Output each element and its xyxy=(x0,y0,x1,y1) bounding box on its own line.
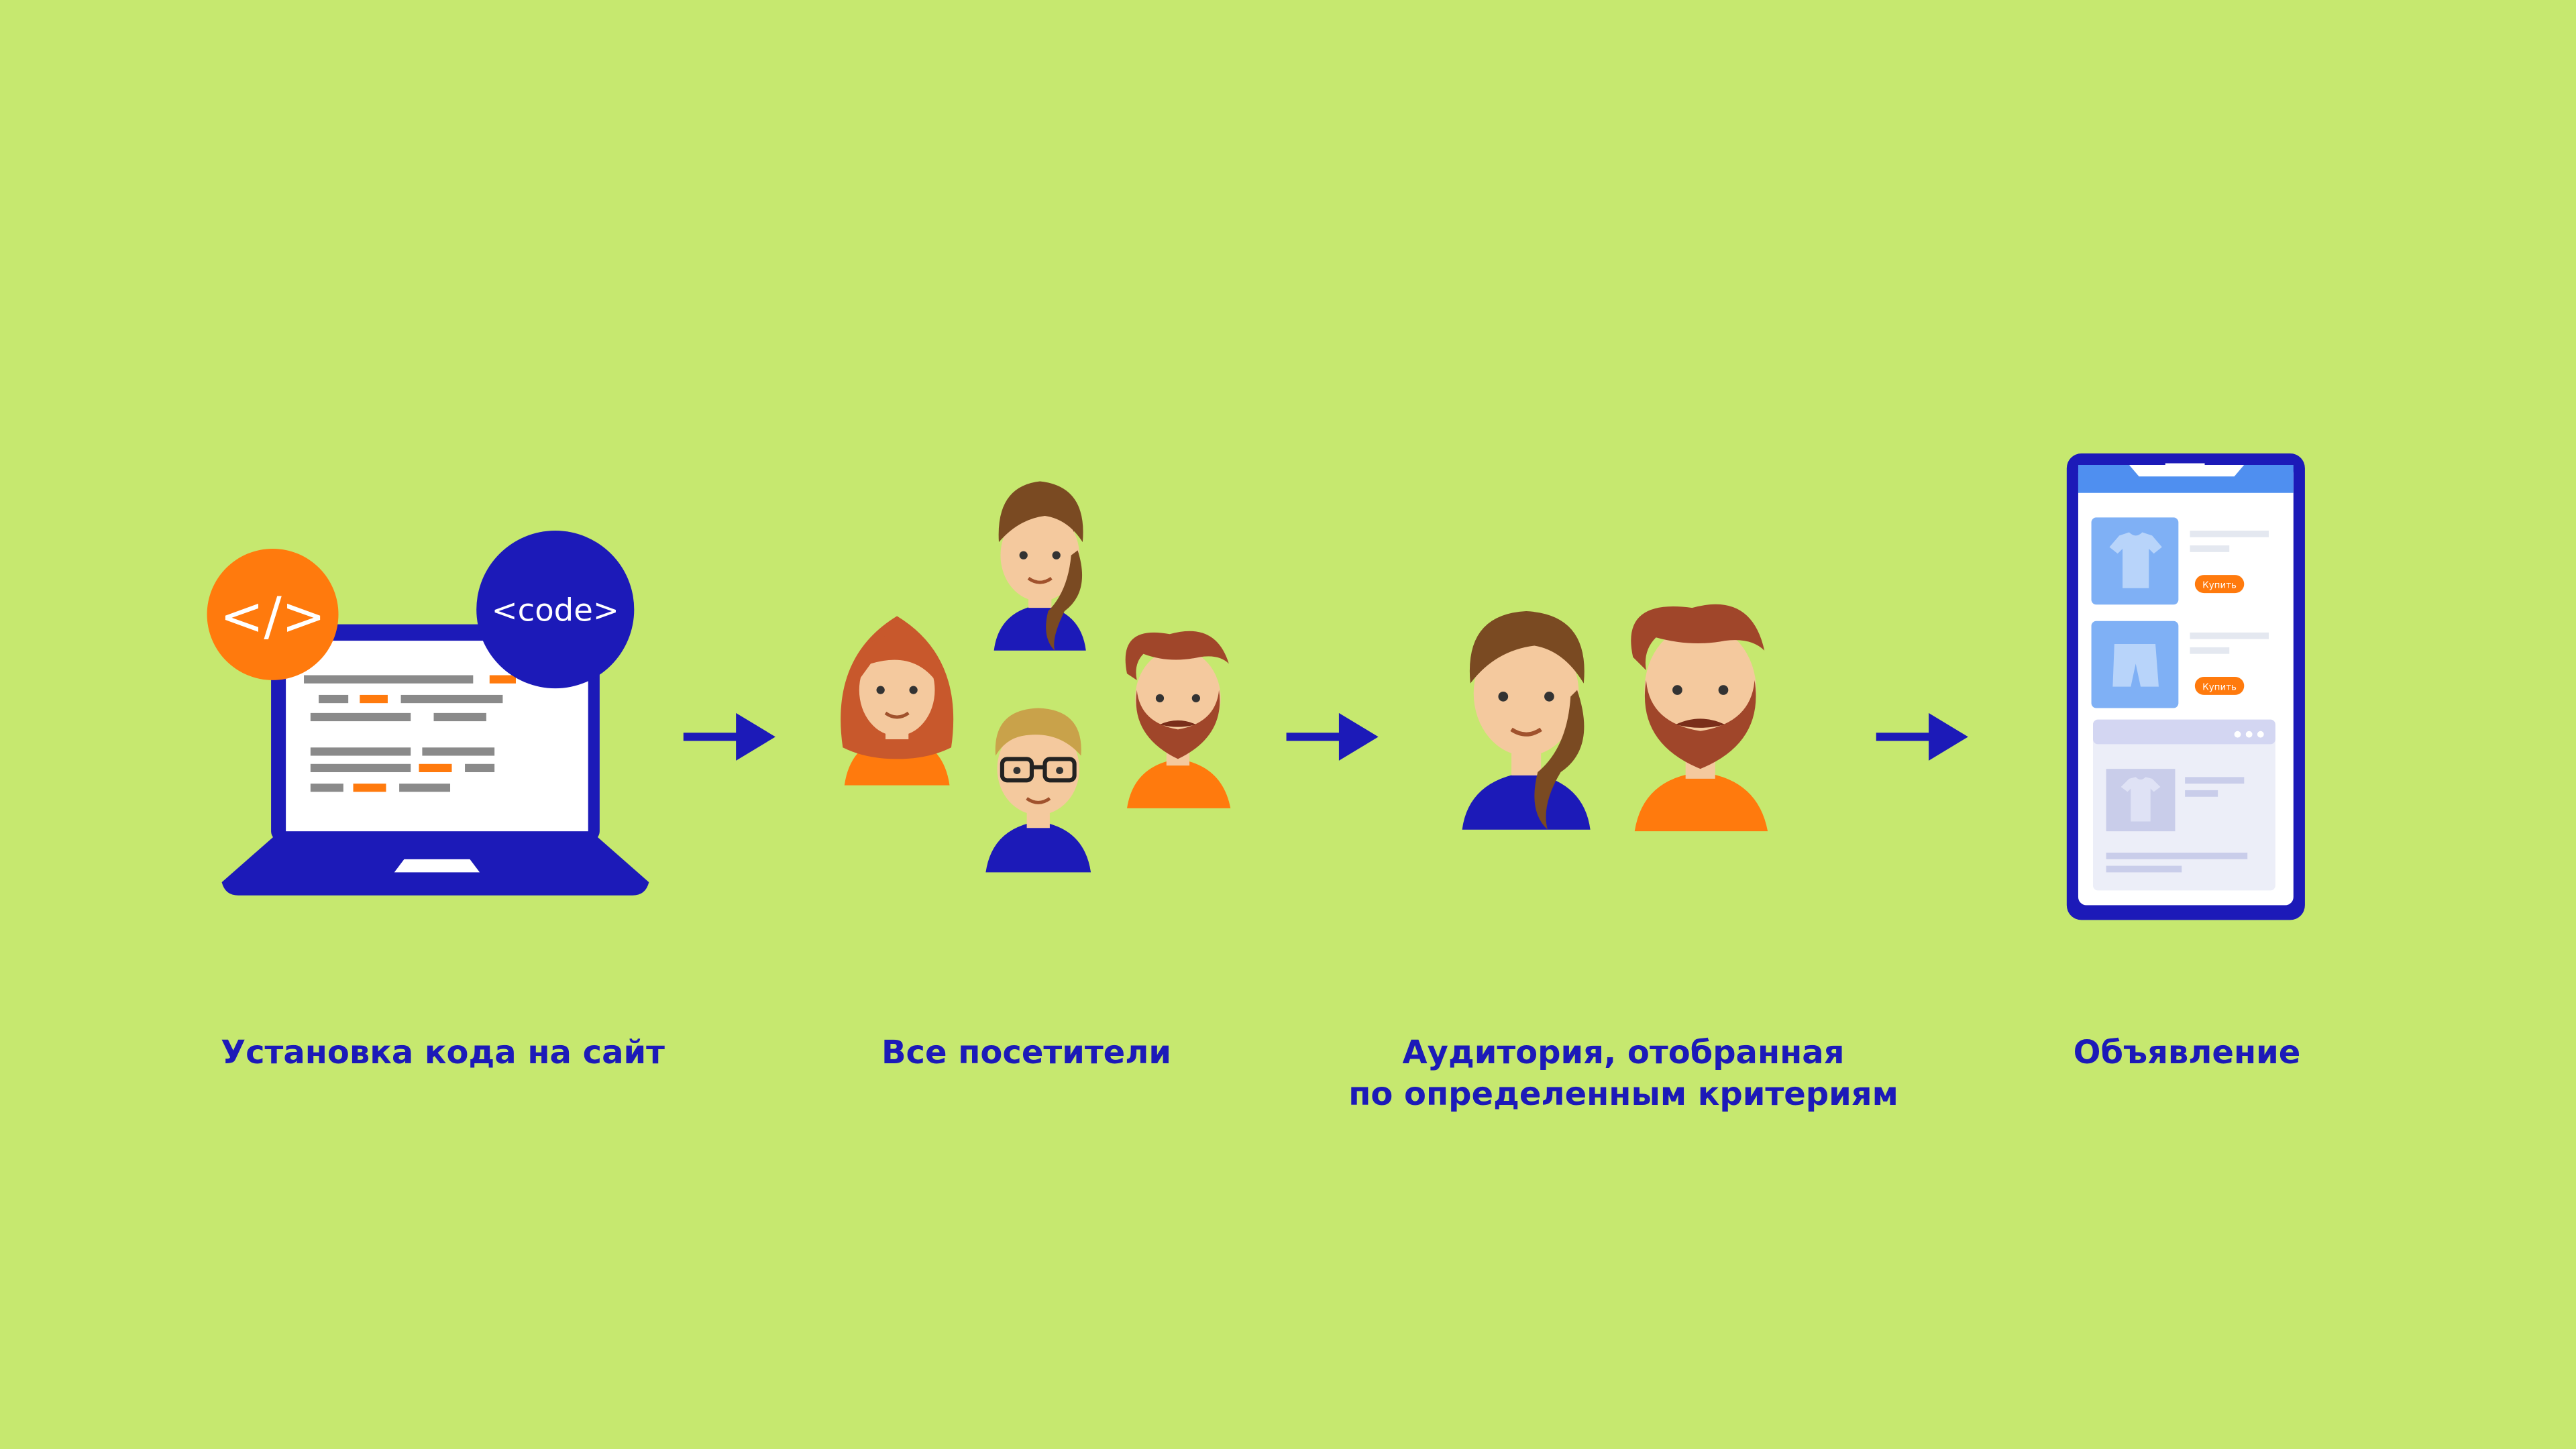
buy-button-label: Купить xyxy=(2202,683,2237,693)
caption-line: Все посетители xyxy=(881,1034,1172,1071)
code-brackets-icon: </> xyxy=(207,548,339,680)
caption-line: Объявление xyxy=(2073,1034,2301,1071)
ad-card xyxy=(2093,719,2275,891)
smartphone-icon: Купить Купить xyxy=(2066,453,2305,920)
audience-group xyxy=(1462,604,1768,832)
step-caption-all-visitors: Все посетители xyxy=(758,1032,1295,1073)
avatar-woman-brown-hair xyxy=(1462,611,1591,830)
visitors-group xyxy=(841,481,1231,873)
shorts-icon xyxy=(2112,644,2159,687)
code-lines xyxy=(304,675,516,792)
avatar-woman-brown-hair xyxy=(994,481,1086,651)
step-caption-ad: Объявление xyxy=(1986,1032,2388,1073)
arrow-right-icon xyxy=(1286,712,1379,761)
arrow-right-icon xyxy=(1876,712,1968,761)
code-label: <code> xyxy=(492,592,619,629)
step-caption-selected-audience: Аудитория, отобранная по определенным кр… xyxy=(1288,1032,1959,1115)
buy-button[interactable] xyxy=(2194,676,2245,695)
avatar-man-beard xyxy=(1631,604,1768,832)
caption-line: по определенным критериям xyxy=(1348,1075,1898,1113)
avatar-man-beard xyxy=(1125,631,1231,808)
buy-button[interactable] xyxy=(2194,575,2245,594)
buy-button-label: Купить xyxy=(2202,581,2237,591)
html-tag-label: </> xyxy=(220,586,326,647)
avatar-man-glasses xyxy=(985,708,1091,873)
avatar-woman-red-hair xyxy=(841,616,954,786)
tshirt-icon xyxy=(2109,532,2162,588)
caption-line: Установка кода на сайт xyxy=(221,1034,665,1071)
arrow-right-icon xyxy=(683,712,775,761)
code-badge-icon: <code> xyxy=(476,531,635,689)
step-caption-install-code: Установка кода на сайт xyxy=(168,1032,718,1073)
tshirt-icon xyxy=(2121,777,2161,822)
caption-line: Аудитория, отобранная xyxy=(1402,1034,1845,1071)
